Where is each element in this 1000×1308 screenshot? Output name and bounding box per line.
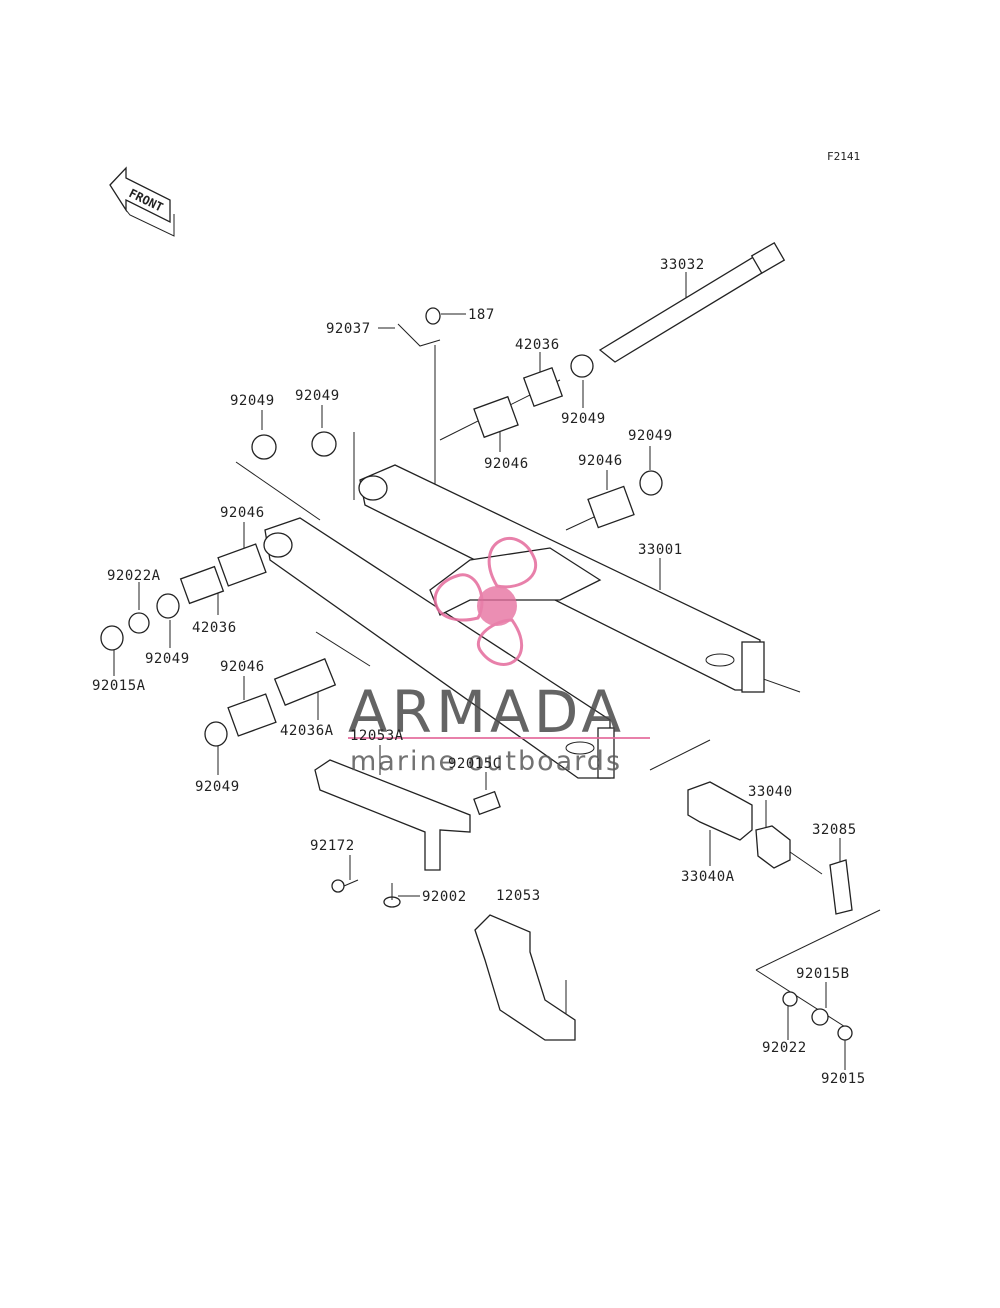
figure-code: F2141 [827, 150, 860, 163]
part-label-32085: 32085 [812, 822, 857, 838]
axle-33032 [598, 241, 786, 363]
part-label-187: 187 [468, 307, 495, 323]
part-label-92049-c: 92049 [561, 411, 606, 427]
chain-guard-12053 [474, 914, 576, 1041]
part-label-92002: 92002 [422, 889, 467, 905]
part-label-92022A: 92022A [107, 568, 161, 584]
fasteners [331, 879, 853, 1041]
part-label-42036-mid: 42036 [192, 620, 237, 636]
part-label-42036-top: 42036 [515, 337, 560, 353]
watermark-subtitle: marine outboards [350, 746, 622, 777]
part-label-92049-b: 92049 [295, 388, 340, 404]
front-arrow-icon: FRONT [109, 166, 175, 237]
part-label-92046-d: 92046 [220, 659, 265, 675]
part-label-92022: 92022 [762, 1040, 807, 1056]
watermark-title: ARMADA [348, 678, 625, 746]
part-label-92049-d: 92049 [628, 428, 673, 444]
chain-guide-12053A [314, 759, 471, 871]
part-label-92015B: 92015B [796, 966, 850, 982]
part-label-92049-e: 92049 [145, 651, 190, 667]
part-label-33032: 33032 [660, 257, 705, 273]
part-label-33001: 33001 [638, 542, 683, 558]
part-label-92015A: 92015A [92, 678, 146, 694]
part-label-42036A: 42036A [280, 723, 334, 739]
bushings-and-collars [100, 307, 663, 816]
part-label-92049-f: 92049 [195, 779, 240, 795]
part-label-92046-a: 92046 [484, 456, 529, 472]
part-label-33040A: 33040A [681, 869, 735, 885]
part-label-92015: 92015 [821, 1071, 866, 1087]
part-labels: 33032 187 92037 42036 92049 92049 92049 … [92, 257, 866, 1087]
part-label-92046-c: 92046 [220, 505, 265, 521]
part-label-92015C: 92015C [448, 756, 502, 772]
part-label-92049-a: 92049 [230, 393, 275, 409]
part-label-92046-b: 92046 [578, 453, 623, 469]
swingarm-body [263, 464, 765, 779]
part-label-12053: 12053 [496, 888, 541, 904]
armada-watermark: ARMADA marine outboards [348, 537, 650, 777]
chain-adjusters [687, 781, 853, 915]
propeller-logo-icon [433, 537, 538, 666]
part-label-12053A: 12053A [350, 728, 404, 744]
part-label-33040: 33040 [748, 784, 793, 800]
part-label-92172: 92172 [310, 838, 355, 854]
part-label-92037: 92037 [326, 321, 371, 337]
